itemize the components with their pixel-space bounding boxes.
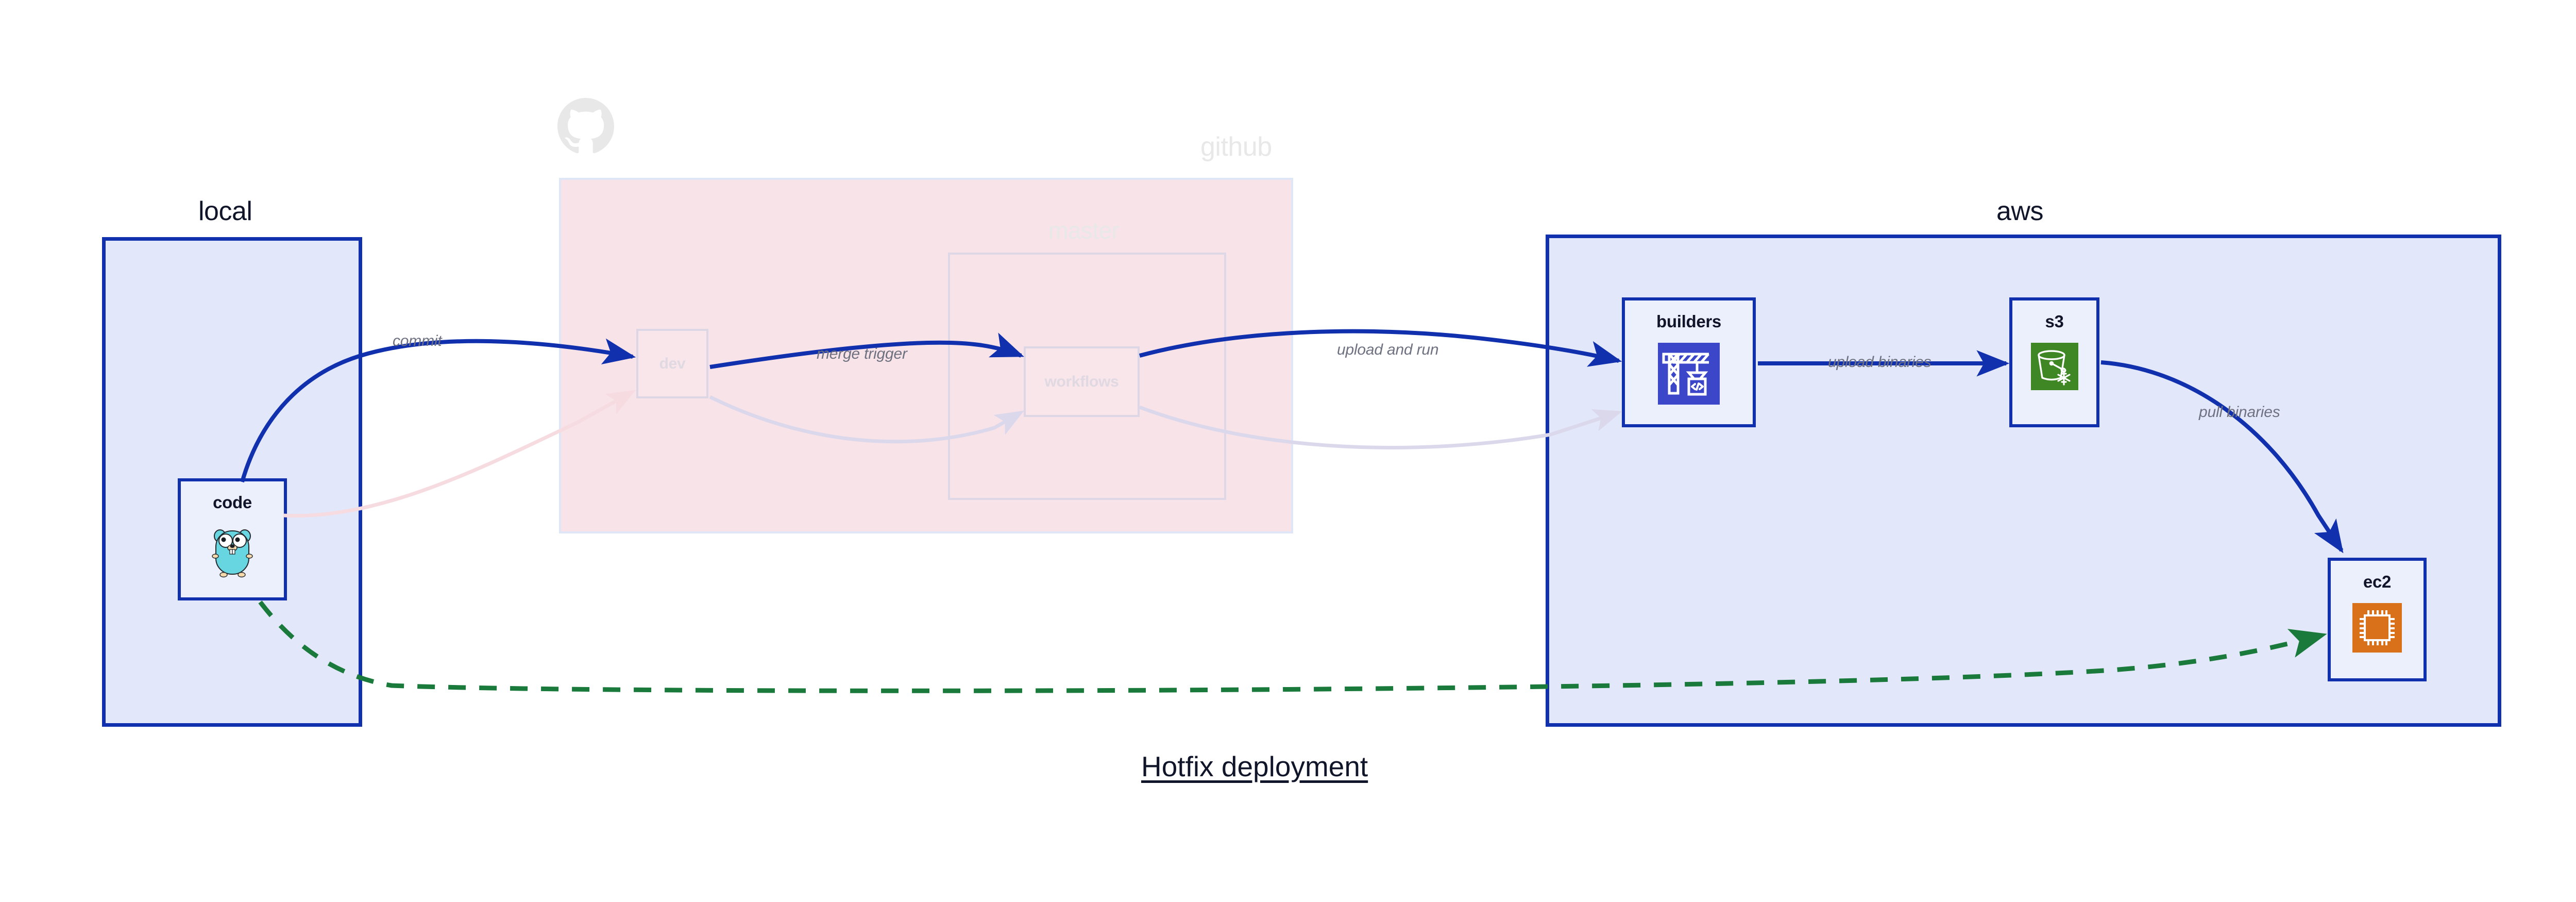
node-code[interactable]: code — [178, 478, 287, 600]
edge-commit — [240, 338, 636, 483]
edge-pull-binaries — [2100, 360, 2344, 554]
node-builders[interactable]: builders — [1622, 297, 1756, 427]
group-label-github: github — [1200, 132, 1272, 162]
go-gopher-icon — [209, 524, 256, 580]
group-label-aws: aws — [1996, 196, 2043, 226]
node-code-label: code — [213, 493, 252, 512]
edge-label-merge-trigger: merge trigger — [817, 345, 907, 362]
node-dev[interactable]: dev — [636, 329, 708, 398]
s3-glacier-bucket-icon — [2030, 343, 2078, 393]
diagram-title: Hotfix deployment — [1141, 750, 1368, 782]
crane-code-icon — [1658, 343, 1720, 407]
node-workflows-label: workflows — [1044, 373, 1119, 390]
edge-faded-dev-workflows — [709, 395, 1025, 444]
node-workflows[interactable]: workflows — [1024, 346, 1140, 417]
edge-label-pull-binaries: pull binaries — [2199, 404, 2280, 421]
node-s3[interactable]: s3 — [2009, 297, 2099, 427]
node-s3-label: s3 — [2045, 312, 2064, 331]
edge-upload-and-run — [1139, 329, 1622, 367]
edge-direct-deploy — [258, 600, 2327, 693]
edge-label-commit: commit — [393, 332, 442, 349]
edge-label-upload-binaries: upload binaries — [1828, 354, 1931, 371]
edge-faded-code-dev — [283, 390, 636, 518]
group-label-local: local — [198, 196, 252, 226]
edge-faded-workflows-builders — [1139, 405, 1622, 449]
edge-merge-trigger — [709, 332, 1024, 369]
group-github — [559, 178, 1293, 533]
node-dev-label: dev — [659, 355, 686, 372]
edge-label-upload-and-run: upload and run — [1337, 341, 1439, 358]
subgroup-master — [948, 253, 1226, 500]
github-logo-icon — [557, 98, 614, 157]
ec2-cpu-icon — [2352, 603, 2402, 655]
node-ec2[interactable]: ec2 — [2328, 558, 2427, 681]
subgroup-label-master: master — [1048, 217, 1120, 244]
node-builders-label: builders — [1656, 312, 1721, 331]
node-ec2-label: ec2 — [2363, 572, 2392, 591]
